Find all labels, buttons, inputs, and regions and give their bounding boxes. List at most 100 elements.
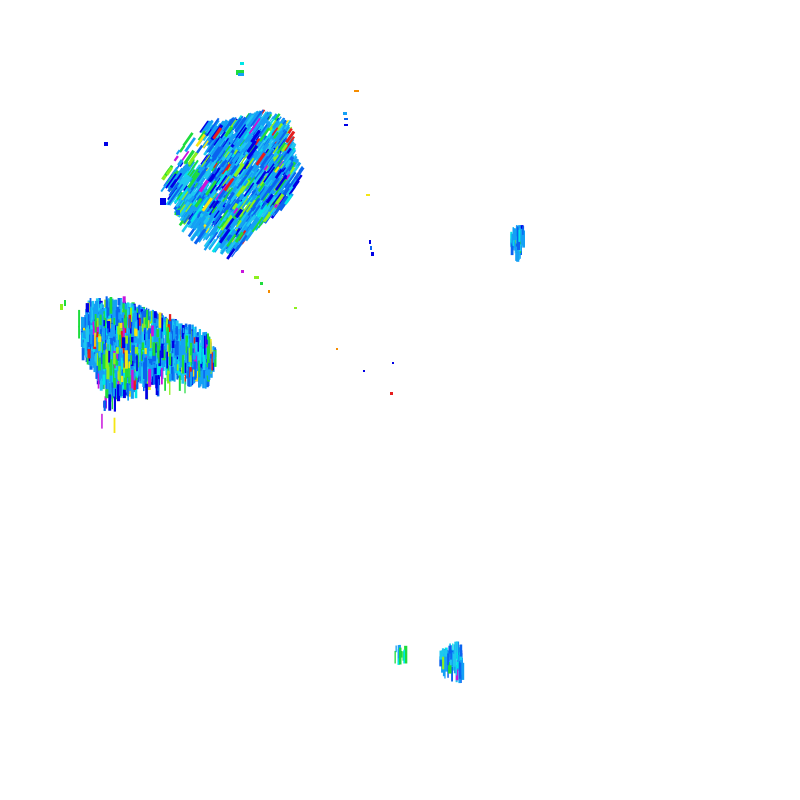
echo-pixel xyxy=(196,170,206,181)
echo-pixel xyxy=(287,127,293,134)
echo-pixel xyxy=(167,344,169,357)
echo-pixel xyxy=(175,349,177,368)
echo-pixel xyxy=(276,141,286,155)
echo-pixel xyxy=(199,346,202,364)
echo-pixel xyxy=(90,332,94,345)
echo-pixel xyxy=(250,129,261,144)
echo-pixel xyxy=(215,171,221,178)
echo-pixel xyxy=(94,332,96,347)
echo-pixel xyxy=(212,356,215,363)
echo-pixel xyxy=(167,319,170,325)
echo-pixel xyxy=(178,169,188,181)
echo-pixel xyxy=(100,302,103,309)
echo-pixel xyxy=(441,648,445,662)
echo-speckle xyxy=(240,62,244,65)
echo-pixel xyxy=(293,166,305,180)
echo-pixel xyxy=(168,353,172,366)
echo-pixel xyxy=(195,133,206,148)
echo-pixel xyxy=(243,182,255,197)
echo-pixel xyxy=(236,175,247,189)
echo-pixel xyxy=(234,231,244,243)
echo-pixel xyxy=(94,347,96,356)
echo-pixel xyxy=(238,214,250,229)
echo-pixel xyxy=(257,189,266,200)
echo-pixel xyxy=(130,357,134,366)
echo-pixel xyxy=(511,233,514,245)
echo-pixel xyxy=(100,308,104,325)
echo-pixel xyxy=(133,372,136,381)
echo-speckle xyxy=(260,282,263,285)
echo-pixel xyxy=(220,159,228,168)
echo-pixel xyxy=(181,355,185,374)
echo-speckle xyxy=(104,142,108,146)
echo-pixel xyxy=(193,337,196,344)
echo-pixel xyxy=(239,179,251,194)
echo-pixel xyxy=(236,234,248,250)
echo-pixel xyxy=(241,195,252,209)
echo-speckle xyxy=(268,290,270,293)
echo-pixel xyxy=(395,645,397,653)
echo-pixel xyxy=(283,119,292,130)
echo-pixel xyxy=(181,365,184,384)
echo-speckle xyxy=(176,210,180,215)
echo-pixel xyxy=(112,298,114,307)
echo-pixel xyxy=(78,325,80,339)
echo-pixel xyxy=(83,338,87,356)
echo-pixel xyxy=(107,350,111,363)
echo-pixel xyxy=(255,152,266,166)
echo-pixel xyxy=(399,647,402,665)
echo-pixel xyxy=(157,340,159,348)
echo-pixel xyxy=(155,313,159,324)
echo-cell-south xyxy=(394,641,465,684)
echo-pixel xyxy=(141,324,144,341)
echo-pixel xyxy=(219,209,229,222)
echo-pixel xyxy=(151,325,154,337)
echo-pixel xyxy=(450,645,452,660)
echo-pixel xyxy=(202,225,214,240)
echo-pixel xyxy=(252,214,258,221)
echo-pixel xyxy=(268,204,275,213)
echo-pixel xyxy=(189,169,196,177)
echo-pixel xyxy=(193,228,207,245)
echo-pixel xyxy=(204,171,212,180)
echo-speckle xyxy=(238,73,244,76)
echo-pixel xyxy=(161,367,163,385)
echo-pixel xyxy=(198,371,201,388)
echo-pixel xyxy=(175,327,178,335)
echo-pixel xyxy=(233,162,245,178)
echo-pixel xyxy=(102,374,106,385)
echo-pixel xyxy=(123,318,126,328)
echo-pixel xyxy=(100,347,102,358)
echo-pixel xyxy=(211,146,222,159)
echo-pixel xyxy=(456,652,458,661)
echo-pixel xyxy=(220,214,233,231)
echo-pixel xyxy=(98,361,101,371)
echo-pixel xyxy=(152,352,156,362)
echo-pixel xyxy=(131,345,135,361)
echo-pixel xyxy=(259,127,271,142)
echo-pixel xyxy=(231,202,239,210)
echo-pixel xyxy=(184,377,186,394)
echo-pixel xyxy=(234,208,244,219)
echo-pixel xyxy=(126,303,129,317)
echo-pixel xyxy=(113,317,116,331)
echo-pixel xyxy=(179,200,185,207)
echo-pixel xyxy=(93,347,95,353)
echo-pixel xyxy=(123,352,126,368)
echo-pixel xyxy=(143,330,146,346)
echo-pixel xyxy=(284,171,297,189)
echo-speckle xyxy=(371,252,374,256)
echo-pixel xyxy=(275,189,282,198)
echo-pixel xyxy=(281,167,287,173)
echo-pixel xyxy=(249,217,260,231)
echo-pixel xyxy=(183,334,186,353)
echo-pixel xyxy=(248,117,261,135)
echo-pixel xyxy=(117,322,120,340)
echo-pixel xyxy=(177,201,191,218)
echo-pixel xyxy=(203,157,212,168)
echo-pixel xyxy=(178,145,186,153)
echo-pixel xyxy=(161,343,164,358)
echo-pixel xyxy=(169,378,171,395)
echo-pixel xyxy=(205,210,218,226)
echo-pixel xyxy=(108,383,112,402)
